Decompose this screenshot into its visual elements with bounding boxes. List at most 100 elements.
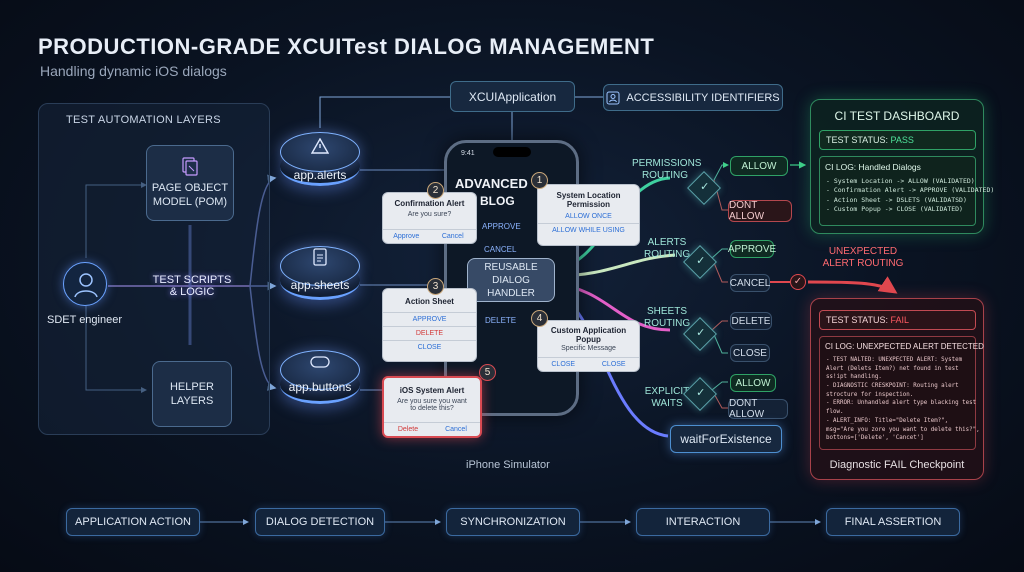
log-line: - Confirmation Alert -> APPROVE (VALIDAT…: [826, 186, 995, 195]
xcuiapplication-chip[interactable]: XCUIApplication: [450, 81, 575, 112]
fail-log-box: [819, 336, 976, 450]
dialog-title: Confirmation Alert: [394, 199, 465, 208]
approve-chip[interactable]: APPROVE: [728, 240, 776, 258]
log-line: ss!ipt handling.: [826, 374, 882, 381]
ios-system-alert-dialog: iOS System Alert Are you sure you want t…: [382, 376, 482, 438]
location-permission-dialog: System Location Permission ALLOW ONCE AL…: [537, 184, 640, 246]
dialog-message: Specific Message: [561, 345, 616, 352]
pom-box[interactable]: PAGE OBJECT MODEL (POM): [146, 145, 234, 221]
unexpected-alert-node: ✓: [790, 274, 806, 290]
permissions-routing-label: PERMISSIONS ROUTING: [632, 158, 702, 181]
phone-cancel-button[interactable]: CANCEL: [484, 245, 517, 254]
log-line: - ALERT_INFO: Title="Delete Item?",: [826, 417, 949, 424]
log-line: - TEST NALTED: UNEXPECTED ALERT: System: [826, 357, 963, 363]
document-icon: [182, 157, 198, 176]
flow-step-synchronization[interactable]: SYNCHRONIZATION: [446, 508, 580, 536]
log-line: Alert (Delets Item?) net found in test: [826, 365, 959, 372]
user-icon: [74, 273, 98, 298]
delete-chip[interactable]: DELETE: [730, 312, 772, 330]
dont-allow-chip-2[interactable]: DONT ALLOW: [728, 398, 788, 420]
test-automation-layers-title: TEST AUTOMATION LAYERS: [66, 114, 221, 126]
test-scripts-label: TEST SCRIPTS & LOGIC: [152, 274, 232, 298]
log-line: flow.: [826, 409, 844, 416]
pass-log-title: CI LOG: Handled Dialogs: [825, 162, 921, 172]
sheet-icon: [313, 248, 327, 266]
warning-icon: [311, 138, 329, 154]
phone-approve-button[interactable]: APPROVE: [482, 222, 521, 231]
delete-button[interactable]: Delete: [384, 422, 432, 436]
pass-log-box: [819, 156, 976, 226]
flow-step-dialog-detection[interactable]: DIALOG DETECTION: [255, 508, 385, 536]
page-subtitle: Handling dynamic iOS dialogs: [40, 63, 227, 79]
badge-5: 5: [479, 364, 496, 381]
phone-notch: [493, 147, 531, 157]
allow-while-using-button[interactable]: ALLOW WHILE USING: [538, 223, 639, 237]
fail-caption: Diagnostic FAIL Checkpoint: [829, 459, 965, 471]
close-button[interactable]: CLOSE: [538, 357, 589, 371]
allow-once-button[interactable]: ALLOW ONCE: [565, 213, 612, 220]
pom-label: PAGE OBJECT MODEL (POM): [151, 181, 229, 208]
approve-button[interactable]: APPROVE: [383, 312, 476, 326]
phone-header: ADVANCED: [455, 176, 528, 191]
confirmation-alert-dialog: Confirmation Alert Are you sure? Approve…: [382, 192, 477, 244]
close-button[interactable]: CLOSE: [383, 340, 476, 354]
action-sheet-dialog: Action Sheet APPROVE DELETE CLOSE: [382, 288, 477, 362]
explicit-waits-label: EXPLICIT WAITS: [644, 386, 690, 409]
accessibility-identifiers-label: ACCESSIBILITY IDENTIFIERS: [626, 91, 780, 104]
log-line: bottons=['Delete', 'Cancet']: [826, 435, 924, 442]
button-icon: [310, 356, 330, 368]
fail-status: FAIL: [890, 315, 910, 325]
dont-allow-chip[interactable]: DONT ALLOW: [728, 200, 792, 222]
close-button-2[interactable]: CLOSE: [588, 357, 639, 371]
app-buttons-label: app.buttons: [288, 380, 352, 394]
helper-layers-label: HELPER LAYERS: [169, 380, 215, 407]
accessibility-identifiers-chip[interactable]: ACCESSIBILITY IDENTIFIERS: [603, 84, 783, 111]
app-sheets-disk[interactable]: [280, 246, 360, 302]
sheets-routing-label: SHEETS ROUTING: [644, 306, 691, 329]
pass-status-box: TEST STATUS: PASS: [819, 130, 976, 150]
phone-label: iPhone Simulator: [466, 459, 550, 471]
allow-chip-2[interactable]: ALLOW: [730, 374, 776, 392]
flow-step-interaction[interactable]: INTERACTION: [636, 508, 770, 536]
dialog-title: Custom Application Popup: [550, 326, 627, 344]
pass-status: PASS: [890, 135, 914, 145]
close-chip[interactable]: CLOSE: [730, 344, 770, 362]
cancel-button[interactable]: Cancel: [429, 229, 476, 243]
phone-delete-button[interactable]: DELETE: [485, 316, 517, 325]
cancel-chip[interactable]: CANCEL: [730, 274, 770, 292]
log-line: - DIAGNOSTIC CRESKPOINT: Routing alert: [826, 383, 959, 390]
dialog-message: Are you sure you want to delete this?: [397, 398, 467, 412]
dialog-title: Action Sheet: [405, 297, 454, 306]
status-label: TEST STATUS:: [826, 135, 889, 145]
log-line: - System Location -> ALLOW (VALIDATED): [826, 177, 975, 185]
dialog-message: Are you sure?: [407, 211, 452, 218]
flow-step-final-assertion[interactable]: FINAL ASSERTION: [826, 508, 960, 536]
pass-log: - System Location -> ALLOW (VALIDATED) -…: [826, 177, 994, 215]
person-badge-icon: [606, 91, 620, 104]
helper-layers-box[interactable]: HELPER LAYERS: [152, 361, 232, 427]
log-line: - Custom Popup -> CLOSE (VALIDATED): [826, 205, 963, 214]
app-sheets-label: app.sheets: [290, 278, 350, 292]
page-title: PRODUCTION-GRADE XCUITest DIALOG MANAGEM…: [38, 34, 655, 59]
approve-button[interactable]: Approve: [383, 229, 430, 243]
delete-button[interactable]: DELETE: [383, 326, 476, 340]
badge-2: 2: [427, 182, 444, 199]
badge-4: 4: [531, 310, 548, 327]
reusable-dialog-handler[interactable]: REUSABLE DIALOG HANDLER: [467, 258, 555, 302]
app-alerts-label: app.alerts: [293, 168, 347, 182]
engineer-avatar[interactable]: [63, 262, 107, 306]
cancel-button[interactable]: Cancel: [432, 422, 480, 436]
badge-1: 1: [531, 172, 548, 189]
log-line: strocture for inspection.: [826, 391, 914, 398]
custom-popup-dialog: Custom Application Popup Specific Messag…: [537, 320, 640, 372]
wait-for-existence-chip[interactable]: waitForExistence: [670, 425, 782, 453]
dialog-title: iOS System Alert: [399, 386, 465, 395]
log-line: - ERROR: Unhandled alert type blacking t…: [826, 400, 977, 407]
log-line: - Action Sheet -> DSLETS (VALIDATSD): [826, 195, 967, 204]
phone-time: 9:41: [461, 150, 475, 157]
fail-log-title: CI LOG: UNEXPECTED ALERT DETECTED: [825, 342, 984, 351]
allow-chip[interactable]: ALLOW: [730, 156, 788, 176]
ci-dashboard-title: CI TEST DASHBOARD: [834, 109, 960, 123]
badge-3: 3: [427, 278, 444, 295]
flow-step-application-action[interactable]: APPLICATION ACTION: [66, 508, 200, 536]
